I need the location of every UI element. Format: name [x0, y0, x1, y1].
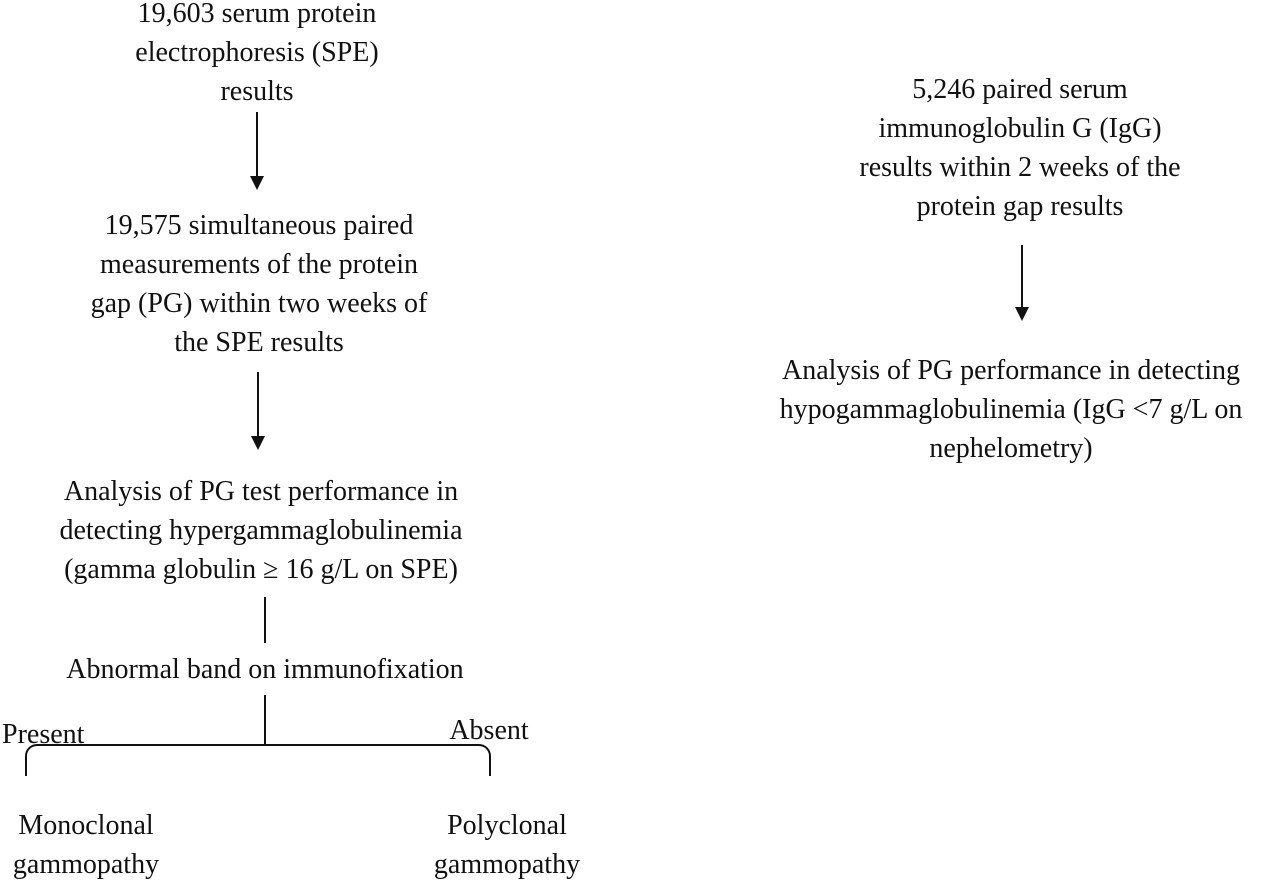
- arrow-shaft: [1021, 245, 1023, 307]
- branch-bracket: [25, 744, 491, 776]
- node-igg-results: 5,246 paired serum immunoglobulin G (IgG…: [859, 74, 1181, 222]
- node-polyclonal-gammopathy: Polyclonal gammopathy: [433, 810, 581, 880]
- node-monoclonal-gammopathy: Monoclonal gammopathy: [12, 810, 160, 880]
- arrow-shaft: [256, 112, 258, 176]
- label-absent: Absent: [449, 715, 529, 746]
- node-pg-measurements: 19,575 simultaneous paired measurements …: [90, 210, 428, 358]
- arrow-shaft: [257, 372, 259, 436]
- node-hyper-analysis: Analysis of PG test performance in detec…: [59, 476, 463, 585]
- label-abnormal-band: Abnormal band on immunofixation: [66, 654, 464, 685]
- down-arrowhead-icon: [1015, 307, 1029, 321]
- connector-band-to-branch: [264, 695, 266, 745]
- label-present: Present: [2, 719, 85, 750]
- down-arrowhead-icon: [250, 176, 264, 190]
- down-arrowhead-icon: [251, 436, 265, 450]
- node-hypo-analysis: Analysis of PG performance in detecting …: [779, 355, 1243, 464]
- connector-analysis-to-band: [264, 597, 266, 643]
- node-spe-results: 19,603 serum protein electrophoresis (SP…: [135, 0, 379, 107]
